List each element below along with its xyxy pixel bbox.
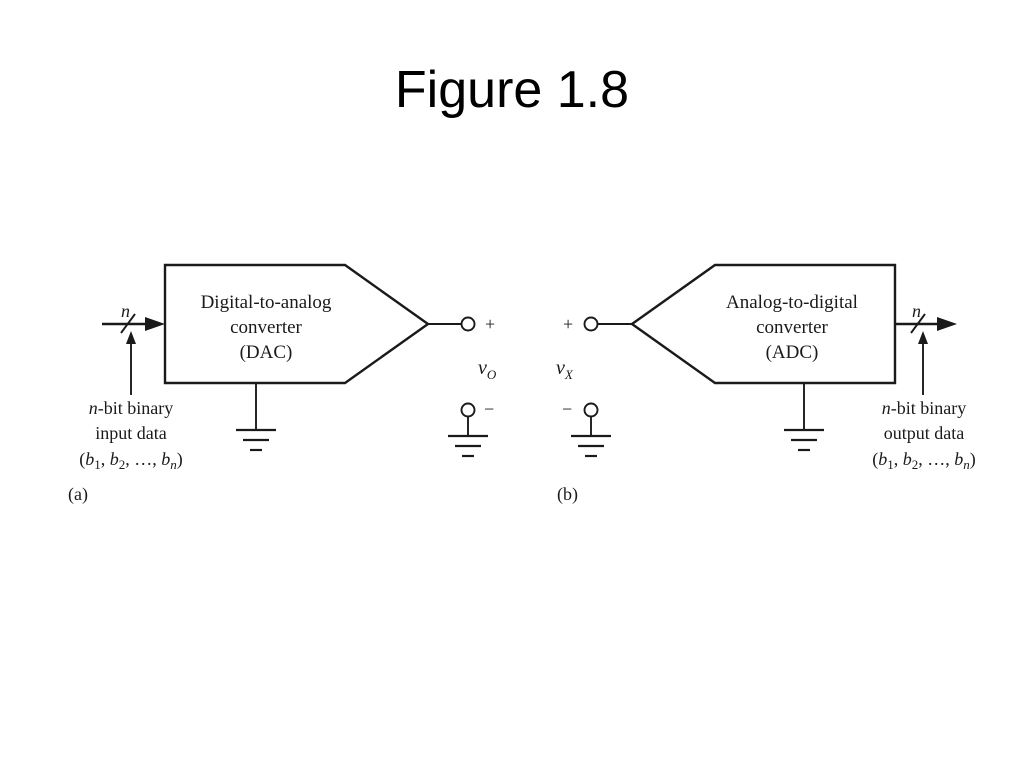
dac-bus-label: n <box>121 301 130 321</box>
adc-input-terminal-plus <box>583 316 599 332</box>
dac-output-ground-symbol <box>448 417 488 458</box>
panel-a-dac: Digital-to-analog converter (DAC) n n-bi… <box>68 263 497 505</box>
adc-block <box>629 263 897 385</box>
slide-title: Figure 1.8 <box>394 61 630 119</box>
adc-plus-sign: + <box>563 314 573 334</box>
adc-input-terminal-minus <box>583 402 599 418</box>
dac-caption-line1: n-bit binary <box>89 398 173 418</box>
dac-label-line2: converter <box>230 317 302 338</box>
adc-label-line2: converter <box>756 317 828 338</box>
dac-voltage-label: vO <box>478 357 497 382</box>
adc-ground-symbol <box>784 383 824 452</box>
adc-bus-label: n <box>912 301 921 321</box>
adc-caption-pointer-head <box>918 331 928 344</box>
panel-a-tag: (a) <box>68 484 88 505</box>
adc-minus-sign: − <box>562 399 572 419</box>
dac-minus-sign: − <box>484 399 494 419</box>
adc-label-line1: Analog-to-digital <box>726 292 858 313</box>
dac-bus-slash <box>120 313 136 334</box>
dac-output-terminal-minus <box>460 402 476 418</box>
dac-input-arrowhead <box>145 317 165 331</box>
dac-caption-line2: input data <box>95 423 166 443</box>
adc-bus-slash <box>910 313 926 334</box>
dac-label-line3: (DAC) <box>240 342 293 363</box>
adc-label-line3: (ADC) <box>766 342 819 363</box>
adc-caption-line3: (b1, b2, …, bn) <box>872 449 976 472</box>
adc-caption-line1: n-bit binary <box>882 398 966 418</box>
dac-ground-symbol <box>236 383 276 452</box>
dac-plus-sign: + <box>485 314 495 334</box>
panel-b-adc: Analog-to-digital converter (ADC) + vX − <box>556 263 976 505</box>
adc-voltage-label: vX <box>556 357 574 382</box>
adc-input-ground-symbol <box>571 417 611 458</box>
dac-caption-pointer-head <box>126 331 136 344</box>
adc-output-arrowhead <box>937 317 957 331</box>
panel-b-tag: (b) <box>557 484 578 505</box>
dac-caption-line3: (b1, b2, …, bn) <box>79 449 183 472</box>
dac-output-terminal-plus <box>460 316 476 332</box>
dac-label-line1: Digital-to-analog <box>201 292 332 313</box>
dac-block <box>163 263 431 385</box>
adc-caption-line2: output data <box>884 423 964 443</box>
